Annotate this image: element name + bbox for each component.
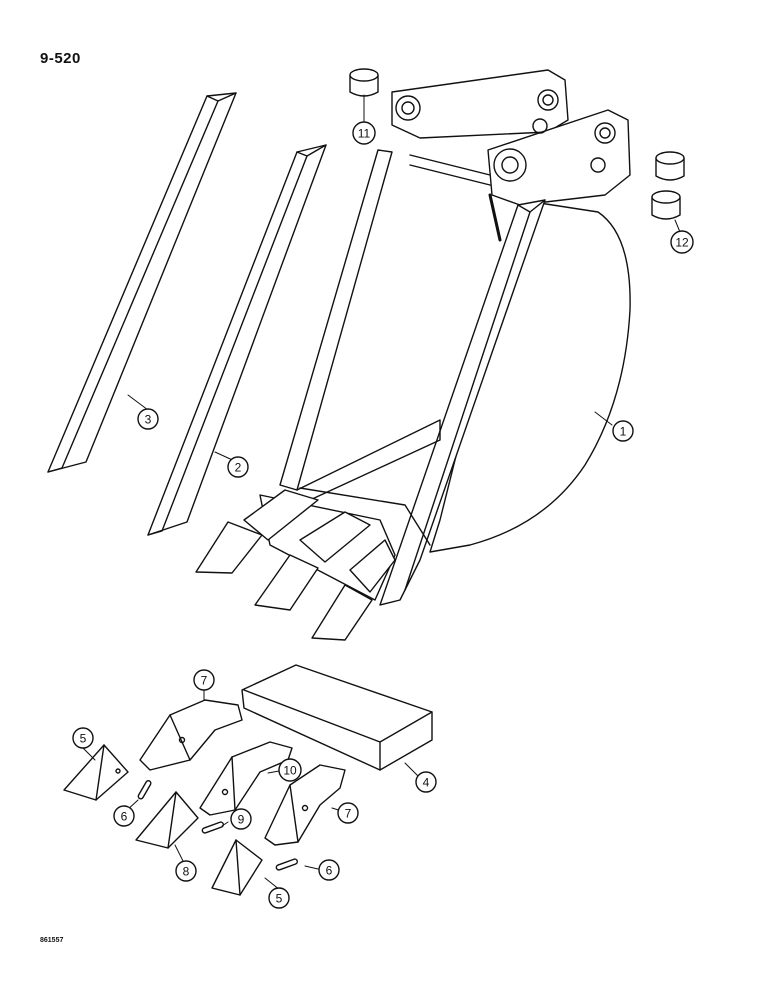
callout-9: 9 bbox=[230, 808, 252, 830]
callout-2: 2 bbox=[227, 456, 249, 478]
tooth-adaptor-7-lower bbox=[264, 764, 346, 846]
svg-text:7: 7 bbox=[201, 674, 208, 688]
svg-text:10: 10 bbox=[283, 764, 297, 778]
document-code: 861557 bbox=[40, 937, 64, 944]
tooth-5-lower bbox=[211, 839, 263, 896]
callout-8: 8 bbox=[175, 860, 197, 882]
callout-11: 11 bbox=[352, 121, 376, 145]
svg-text:9: 9 bbox=[238, 813, 245, 827]
page-number: 9-520 bbox=[40, 50, 81, 67]
svg-text:12: 12 bbox=[675, 236, 689, 250]
bushing-11 bbox=[349, 68, 379, 97]
svg-text:6: 6 bbox=[326, 864, 333, 878]
tooth-adaptor-7-upper bbox=[139, 699, 243, 771]
svg-text:4: 4 bbox=[423, 776, 430, 790]
mounted-teeth bbox=[195, 489, 396, 641]
cutting-edge-4 bbox=[241, 664, 433, 771]
callout-5-upper: 5 bbox=[72, 727, 94, 749]
tooth-8 bbox=[135, 791, 199, 849]
side-cutter-strip-2 bbox=[147, 144, 327, 536]
callout-5-lower: 5 bbox=[268, 887, 290, 909]
bushings-12 bbox=[651, 151, 685, 220]
callout-10: 10 bbox=[278, 758, 302, 782]
svg-text:5: 5 bbox=[80, 732, 87, 746]
svg-text:2: 2 bbox=[235, 461, 242, 475]
pin-9 bbox=[201, 821, 225, 834]
callout-6-lower: 6 bbox=[318, 859, 340, 881]
pin-6-upper bbox=[137, 780, 152, 800]
tooth-5-upper bbox=[63, 744, 129, 801]
svg-text:7: 7 bbox=[345, 807, 352, 821]
svg-text:5: 5 bbox=[276, 892, 283, 906]
tooth-adaptor-10 bbox=[199, 741, 293, 816]
svg-text:3: 3 bbox=[145, 413, 152, 427]
bucket-1 bbox=[259, 69, 631, 606]
svg-text:11: 11 bbox=[358, 127, 371, 141]
callout-1: 1 bbox=[612, 420, 634, 442]
callout-7-upper: 7 bbox=[193, 669, 215, 691]
svg-text:8: 8 bbox=[183, 865, 190, 879]
callout-6-upper: 6 bbox=[113, 805, 135, 827]
callout-7-lower: 7 bbox=[337, 802, 359, 824]
pin-6-lower bbox=[275, 858, 299, 871]
side-cutter-strip-3 bbox=[47, 92, 237, 473]
svg-text:6: 6 bbox=[121, 810, 128, 824]
callout-4: 4 bbox=[415, 771, 437, 793]
svg-text:1: 1 bbox=[620, 425, 627, 439]
callout-3: 3 bbox=[137, 408, 159, 430]
callout-12: 12 bbox=[670, 230, 694, 254]
